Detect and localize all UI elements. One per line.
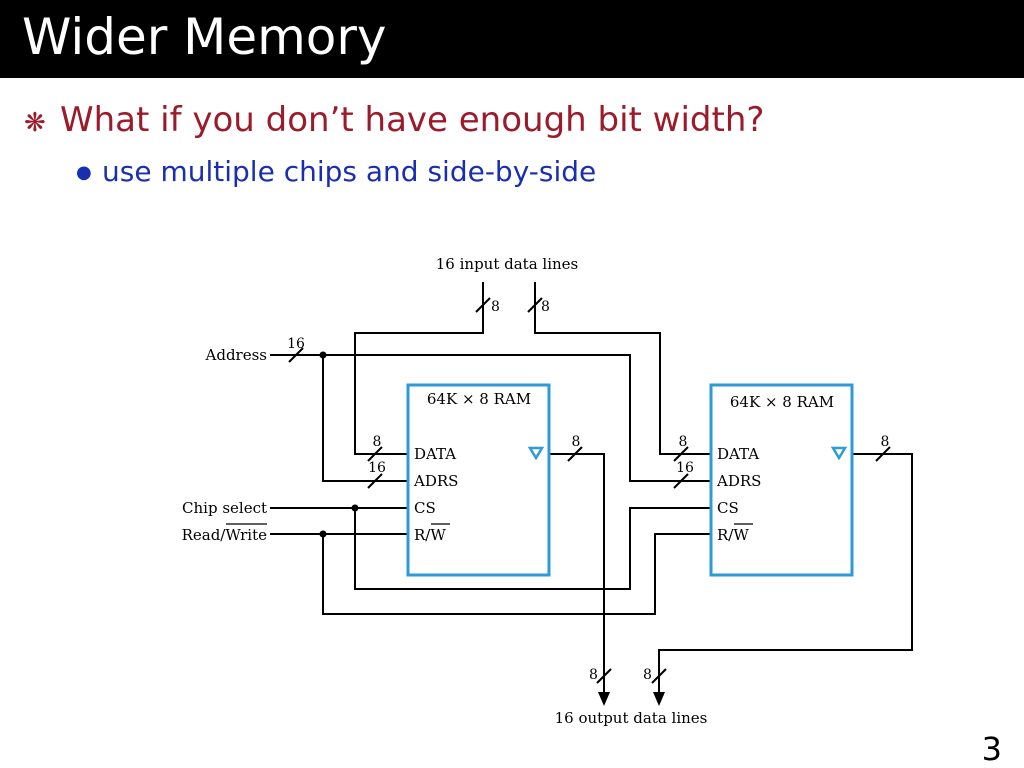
slash-chip1-data bbox=[367, 446, 383, 462]
arrow-output-right bbox=[653, 692, 665, 706]
chip-1-title: 64K × 8 RAM bbox=[427, 390, 531, 408]
chip-1-adrs-width: 16 bbox=[368, 460, 386, 476]
wires bbox=[270, 282, 913, 700]
asterisk-bullet-icon: ❋ bbox=[24, 108, 46, 138]
slash-chip2-out bbox=[875, 446, 891, 462]
chip-2-rw-port: R/W bbox=[717, 526, 749, 544]
wire-input-right bbox=[534, 282, 710, 455]
wire-output-right bbox=[658, 453, 913, 700]
address-width: 16 bbox=[287, 336, 305, 352]
chip-2-cs-port: CS bbox=[717, 499, 739, 517]
chip-1-data-width: 8 bbox=[373, 434, 382, 450]
wire-cs-chip2 bbox=[354, 507, 710, 590]
tristate-icon-chip2 bbox=[830, 446, 848, 461]
slash-chip1-out bbox=[567, 446, 583, 462]
slash-address bbox=[288, 347, 304, 363]
chip-1-adrs-port: ADRS bbox=[413, 472, 458, 490]
chip-2-title: 64K × 8 RAM bbox=[730, 393, 834, 411]
chip-1-data-port: DATA bbox=[414, 445, 456, 463]
slash-chip1-adrs bbox=[367, 473, 383, 489]
slash-out-left bbox=[596, 668, 612, 684]
wire-output-left bbox=[550, 453, 605, 700]
slash-in-right bbox=[527, 297, 543, 313]
slide-title: Wider Memory bbox=[22, 8, 387, 66]
ram-chip-2 bbox=[709, 383, 854, 577]
chip-1-cs-port: CS bbox=[414, 499, 436, 517]
chip-1-rw-port: R/W bbox=[414, 526, 446, 544]
out-left-width: 8 bbox=[589, 667, 598, 683]
ram-chip-1 bbox=[406, 383, 551, 577]
junction-rw bbox=[319, 530, 327, 538]
page-number: 3 bbox=[981, 730, 1002, 768]
bullet-level-1: ❋ What if you don’t have enough bit width… bbox=[24, 98, 764, 145]
chip-2-out-width: 8 bbox=[881, 434, 890, 450]
slash-out-right bbox=[651, 668, 667, 684]
chip-2-data-width: 8 bbox=[679, 434, 688, 450]
chip-2-adrs-port: ADRS bbox=[716, 472, 761, 490]
junction-cs bbox=[351, 504, 359, 512]
dot-bullet-icon: ● bbox=[76, 162, 92, 183]
bullet-1-text: What if you don’t have enough bit width? bbox=[60, 100, 765, 140]
slash-in-left bbox=[475, 297, 491, 313]
arrow-output-left bbox=[598, 692, 610, 706]
slash-chip2-adrs bbox=[673, 473, 689, 489]
out-right-width: 8 bbox=[643, 667, 652, 683]
chip-2-adrs-width: 16 bbox=[676, 460, 694, 476]
slash-chip2-data bbox=[673, 446, 689, 462]
chip-2-data-port: DATA bbox=[717, 445, 759, 463]
top-label: 16 input data lines bbox=[436, 255, 579, 273]
chip-select-label: Chip select bbox=[182, 499, 267, 517]
wire-rw-chip2 bbox=[322, 533, 710, 615]
bullet-2-text: use multiple chips and side-by-side bbox=[102, 155, 597, 188]
chip-1-out-width: 8 bbox=[572, 434, 581, 450]
wire-address bbox=[270, 354, 710, 482]
tristate-icon-chip1 bbox=[527, 446, 545, 461]
read-write-label: Read/Write bbox=[182, 526, 268, 544]
bullet-level-2: ● use multiple chips and side-by-side bbox=[76, 152, 596, 193]
bottom-label: 16 output data lines bbox=[555, 709, 708, 727]
title-bar: Wider Memory bbox=[0, 0, 1024, 78]
wire-address-chip1 bbox=[322, 355, 408, 482]
junction-address bbox=[319, 351, 327, 359]
in-right-width: 8 bbox=[541, 299, 550, 315]
in-left-width: 8 bbox=[491, 299, 500, 315]
wire-input-left bbox=[354, 282, 484, 455]
address-label: Address bbox=[205, 346, 267, 364]
